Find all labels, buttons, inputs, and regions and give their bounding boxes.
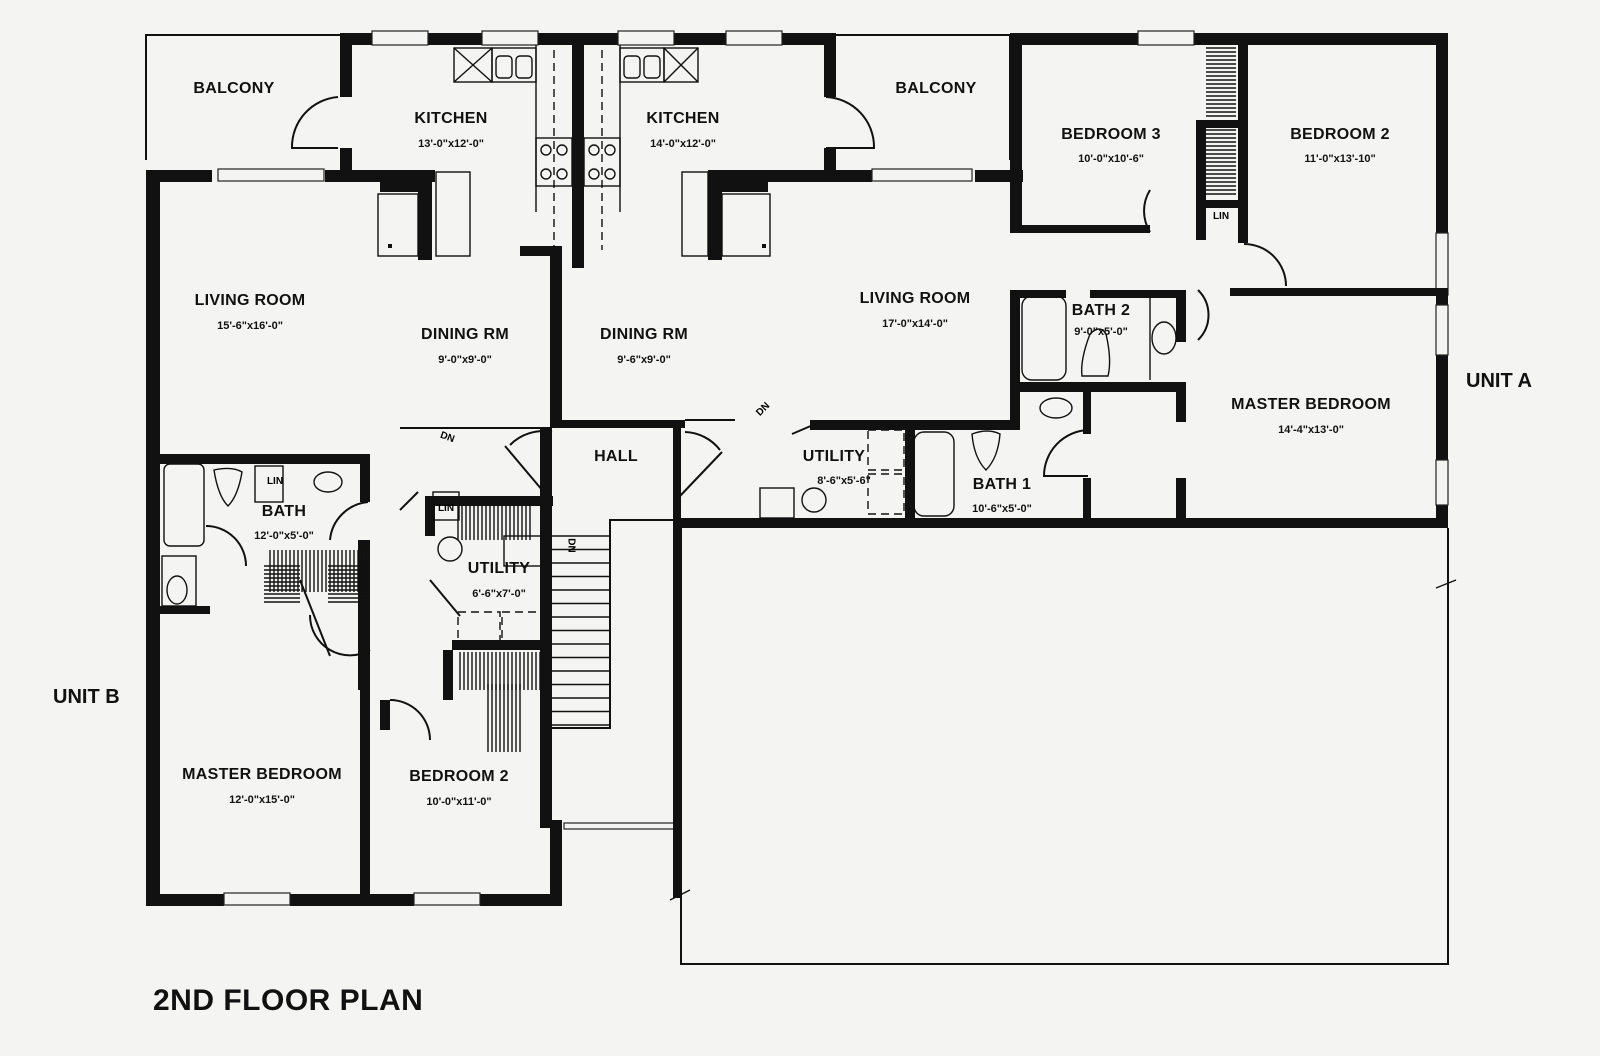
utility-b-label: UTILITY	[467, 560, 531, 577]
balcony-b-outline	[145, 34, 348, 160]
master-a-dim: 14'-4"x13'-0"	[1278, 424, 1344, 436]
bath1-a-dim: 10'-6"x5'-0"	[972, 503, 1032, 515]
lower-right-outline	[669, 528, 1457, 965]
unit-b-label: UNIT B	[53, 686, 120, 708]
stair-down-marker-main: DN	[565, 538, 577, 553]
bedroom2-b-dim: 10'-0"x11'-0"	[426, 796, 492, 808]
master-b-dim: 12'-0"x15'-0"	[229, 794, 295, 806]
balcony-a-label: BALCONY	[895, 80, 977, 97]
master-a-label: MASTER BEDROOM	[1231, 396, 1391, 413]
kitchen-a-label: KITCHEN	[646, 110, 720, 127]
bedroom2-b-label: BEDROOM 2	[409, 768, 509, 785]
bedroom3-a-dim: 10'-0"x10'-6"	[1078, 153, 1144, 165]
dining-b-label: DINING RM	[420, 326, 510, 343]
utility-a-label: UTILITY	[802, 448, 866, 465]
living-a-dim: 17'-0"x14'-0"	[882, 318, 948, 330]
living-b-label: LIVING ROOM	[194, 292, 306, 309]
master-b-label: MASTER BEDROOM	[182, 766, 342, 783]
linen-closet-b-bath: LIN	[266, 476, 284, 487]
bath1-a-label: BATH 1	[972, 476, 1032, 493]
interior-walls	[160, 33, 1448, 906]
kitchen-b-label: KITCHEN	[414, 110, 488, 127]
dining-a-label: DINING RM	[599, 326, 689, 343]
bath-b-label: BATH	[261, 503, 307, 520]
bath-b-dim: 12'-0"x5'-0"	[254, 530, 314, 542]
door-swings	[205, 96, 1287, 741]
page-title: 2ND FLOOR PLAN	[153, 984, 424, 1017]
kitchen-fixtures	[377, 45, 771, 257]
linen-closet-a: LIN	[1212, 211, 1230, 222]
bedroom3-a-label: BEDROOM 3	[1061, 126, 1161, 143]
closet-hatches	[264, 47, 1236, 752]
bath2-a-dim: 9'-0"x5'-0"	[1074, 326, 1128, 338]
dining-b-dim: 9'-0"x9'-0"	[438, 354, 492, 366]
utility-a-dim: 8'-6"x5'-6"	[817, 475, 871, 487]
windows	[217, 30, 1449, 906]
dining-a-dim: 9'-6"x9'-0"	[617, 354, 671, 366]
bath-fixtures	[161, 295, 1177, 649]
bedroom2-a-dim: 11'-0"x13'-10"	[1304, 153, 1376, 165]
bedroom2-a-label: BEDROOM 2	[1290, 126, 1390, 143]
kitchen-a-dim: 14'-0"x12'-0"	[650, 138, 716, 150]
bath2-a-label: BATH 2	[1071, 302, 1131, 319]
hall-label: HALL	[594, 448, 638, 465]
linen-closet-b-hall: LIN	[437, 503, 455, 514]
kitchen-b-dim: 13'-0"x12'-0"	[418, 138, 484, 150]
living-a-label: LIVING ROOM	[859, 290, 971, 307]
balcony-b-label: BALCONY	[193, 80, 275, 97]
unit-a-label: UNIT A	[1466, 370, 1532, 392]
utility-b-dim: 6'-6"x7'-0"	[472, 588, 526, 600]
stairs	[552, 519, 680, 729]
living-b-dim: 15'-6"x16'-0"	[217, 320, 283, 332]
